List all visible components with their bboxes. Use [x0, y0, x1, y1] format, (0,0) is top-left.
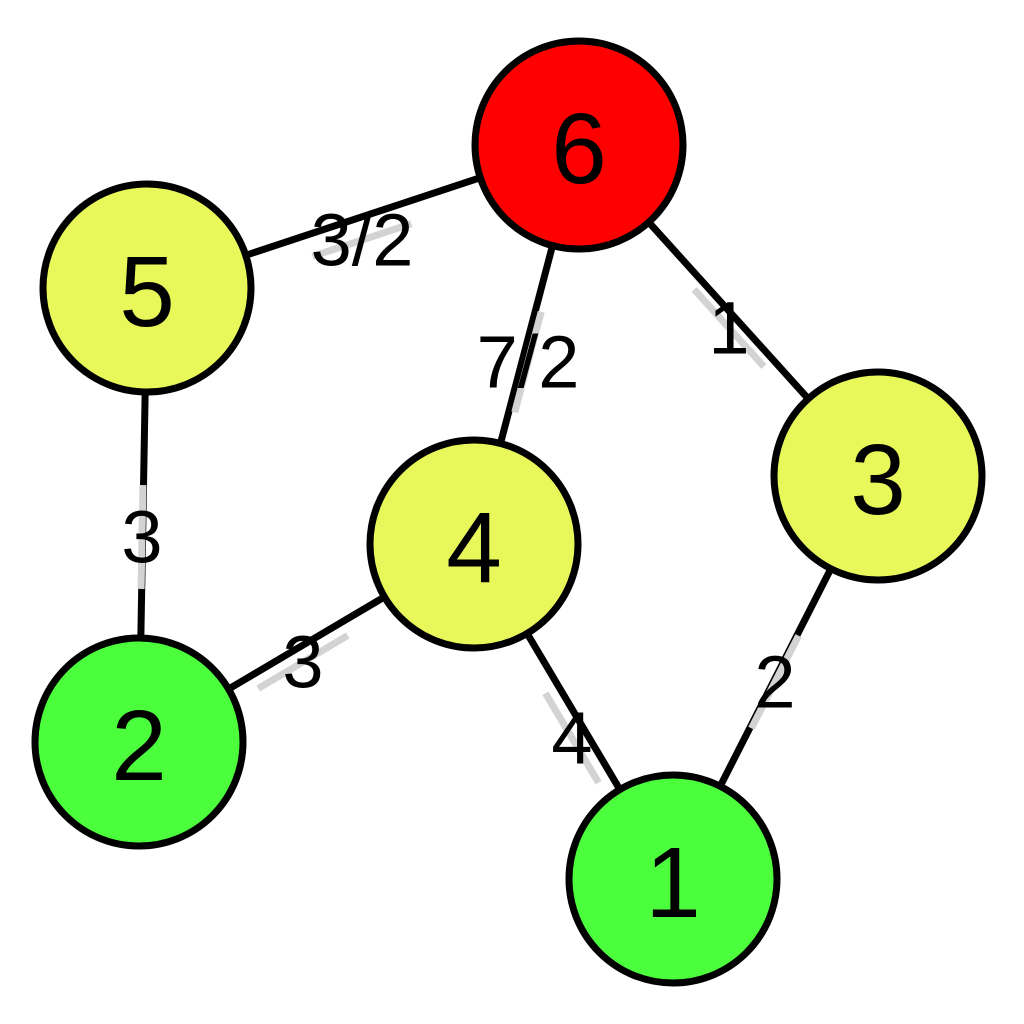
- node-circle: [39, 180, 255, 396]
- node-label: 6: [551, 93, 607, 205]
- node-6: 6: [471, 37, 687, 253]
- edge-label-halo: [748, 634, 802, 730]
- edge-weight-label: 2: [754, 641, 795, 724]
- edge-weight-label: 3/2: [311, 199, 414, 282]
- edge-label-halo: [256, 632, 350, 692]
- node-1: 1: [565, 771, 781, 987]
- node-label: 2: [111, 690, 167, 802]
- node-circle: [366, 436, 582, 652]
- edge-label-halo: [691, 287, 767, 369]
- node-circle: [31, 634, 247, 850]
- edge-weight-label: 7/2: [477, 321, 580, 404]
- node-2: 2: [31, 634, 247, 850]
- node-4: 4: [366, 436, 582, 652]
- node-circle: [565, 771, 781, 987]
- edge-weight-label: 3: [121, 496, 162, 579]
- edge-label-halo: [542, 691, 602, 785]
- node-3: 3: [770, 368, 986, 584]
- node-label: 4: [446, 492, 502, 604]
- edge-weight-label: 4: [551, 697, 592, 780]
- edge-label-halo: [137, 484, 147, 590]
- node-circle: [471, 37, 687, 253]
- node-label: 5: [119, 236, 175, 348]
- edge-weight-label: 1: [708, 287, 749, 370]
- node-5: 5: [39, 180, 255, 396]
- edge-weight-label: 3: [282, 621, 323, 704]
- nodes-layer: 6 5 3 4 2 1: [31, 37, 986, 987]
- node-circle: [770, 368, 986, 584]
- edge-label-halo: [511, 310, 545, 414]
- edge-label-halo: [311, 220, 413, 260]
- node-label: 3: [850, 424, 906, 536]
- node-label: 1: [645, 827, 701, 939]
